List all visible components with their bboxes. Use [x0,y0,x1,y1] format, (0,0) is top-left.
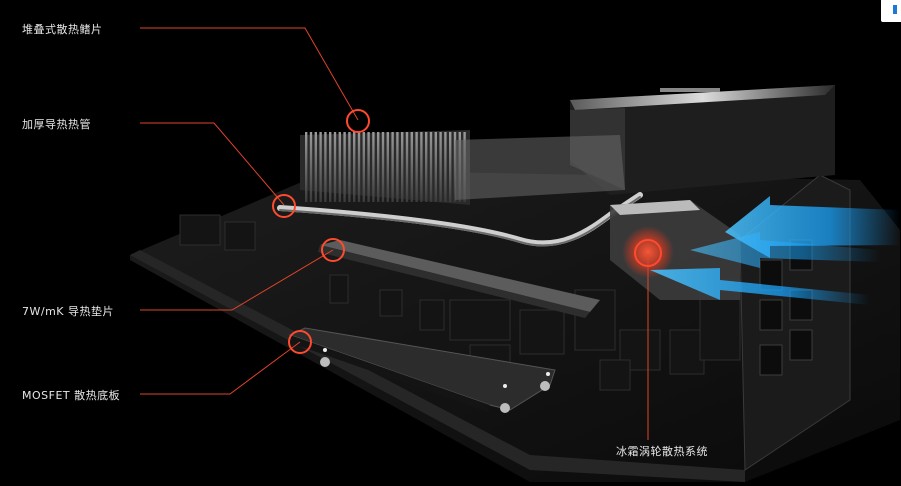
heatsink-fin [425,132,428,202]
callout-lines [140,27,649,440]
marker-thermal-pad [321,238,345,262]
heatsink-fin [434,132,437,202]
heatsink-fin [444,132,447,202]
marker-fin-stack [346,109,370,133]
side-tab-button[interactable] [881,0,901,22]
fin-stack-heatsink [300,130,625,205]
heatsink-fin [386,132,389,202]
heatsink-fin [401,132,404,202]
heatsink-fin [367,132,370,202]
heatpipe [277,192,643,247]
heatsink-fin [372,132,375,202]
heatsink-fin [357,132,361,202]
callout-line-thermal-pad [140,249,334,311]
heatsink-fin [429,132,433,202]
callout-line-heatpipe [140,122,285,206]
heatsink-fin [449,132,452,202]
callout-line-mosfet-base [140,341,301,395]
marker-heatpipe [272,194,296,218]
mosfet-base-plate [288,327,556,413]
heatsink-fin [415,132,418,202]
heatsink-fin [420,132,423,202]
callout-label-thermal-pad: 7W/mK 导热垫片 [22,305,115,318]
heatsink-fin [362,132,365,202]
heatsink-fin [314,132,317,202]
heatsink-fin [319,132,322,202]
marker-turbo-cooling [634,239,662,267]
heatsink-fin [348,132,351,202]
thermal-pad-strip [318,240,600,318]
tab-indicator-icon [893,5,897,14]
heatsink-fin [381,132,385,202]
heatsink-fin [410,132,413,202]
heatsink-fin [439,132,442,202]
callout-markers [272,109,662,354]
heatsink-fin [333,132,337,202]
heatsink-fin [353,132,356,202]
callout-line-fin-stack [140,27,359,121]
heatsink-fin [377,132,380,202]
heatsink-fin [305,132,308,202]
callout-label-heatpipe: 加厚导热热管 [22,118,91,131]
callout-label-turbo-cooling: 冰霜涡轮散热系统 [616,445,708,458]
heatsink-fin [309,132,313,202]
heatsink-fin [405,132,409,202]
heatsink-fin [324,132,327,202]
marker-mosfet-base [288,330,312,354]
heatsink-fin [329,132,332,202]
airflow-arrows [650,196,900,305]
heatsink-fin [391,132,394,202]
heatsink-fin [338,132,341,202]
callout-label-mosfet-base: MOSFET 散热底板 [22,389,121,402]
callout-label-fin-stack: 堆叠式散热鳍片 [22,23,103,36]
heatsink-fin [343,132,346,202]
heatsink-fin [396,132,399,202]
